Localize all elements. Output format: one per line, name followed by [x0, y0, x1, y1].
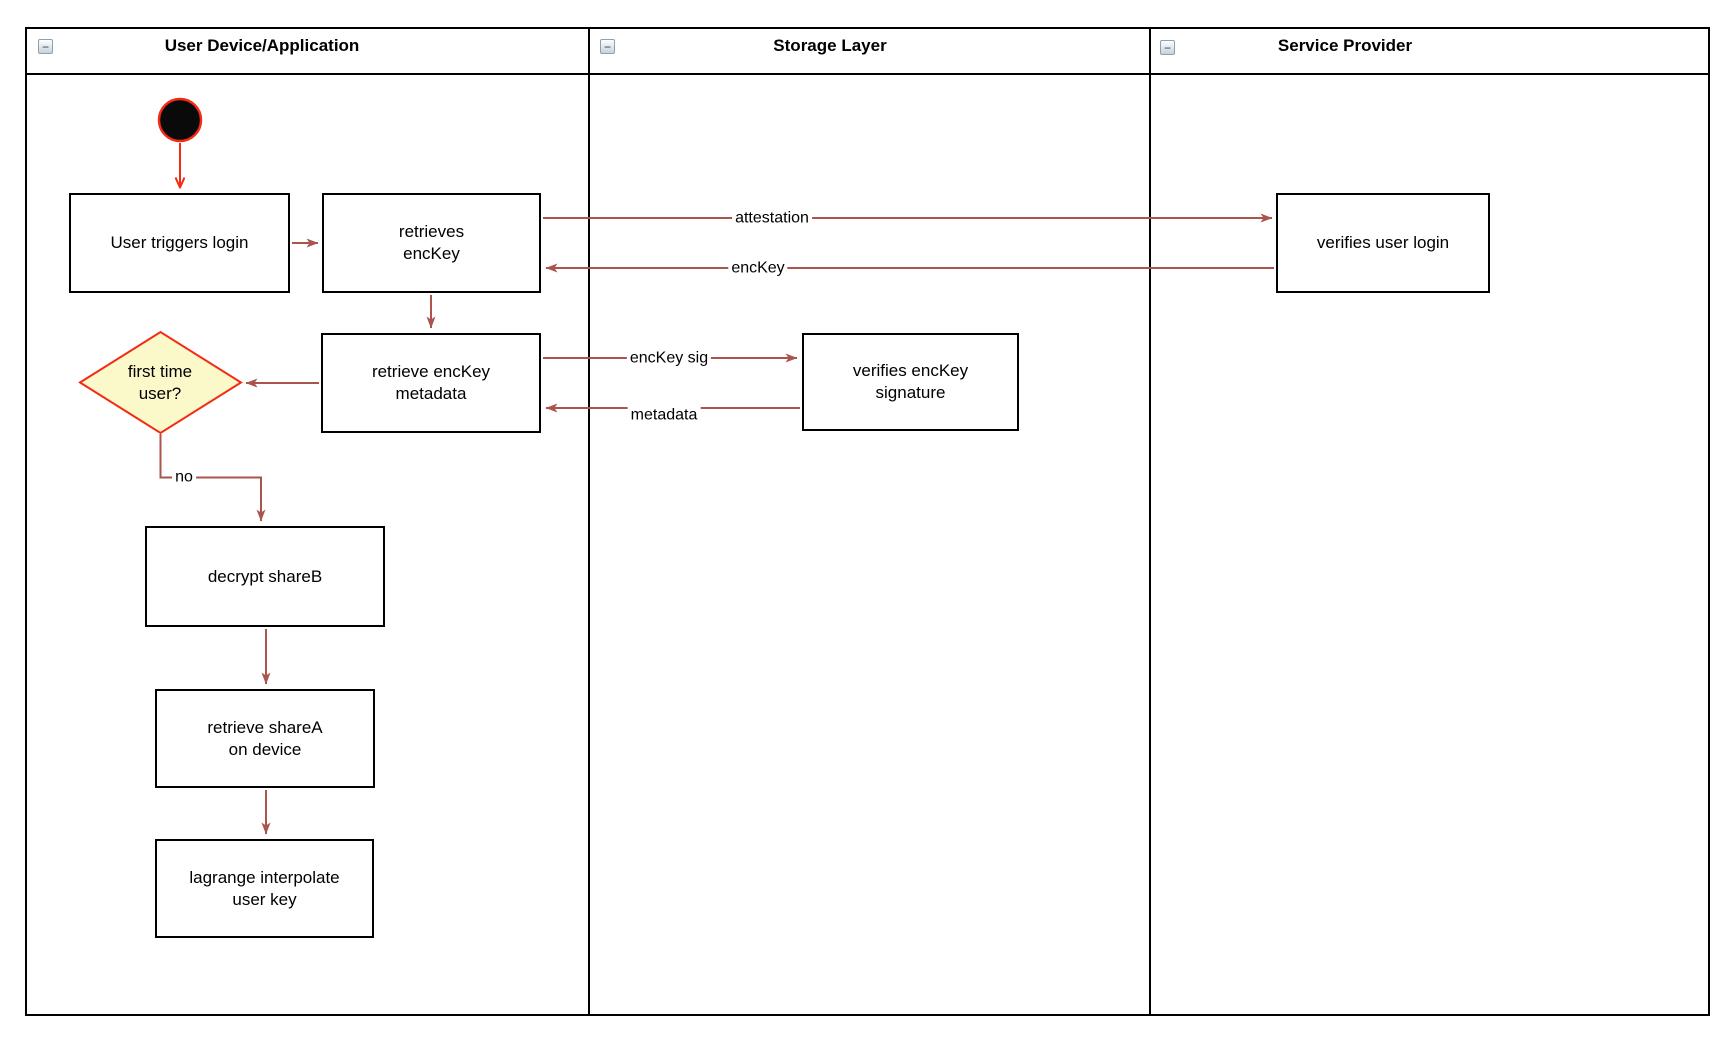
collapse-icon[interactable]: − [1160, 40, 1175, 55]
lane-title-user-device: User Device/Application [164, 36, 360, 55]
decision-diamond-first-time-user[interactable] [78, 330, 243, 435]
collapse-icon[interactable]: − [600, 39, 615, 54]
node-label-verifies-user-login: verifies user login [1316, 233, 1450, 252]
lane-title-service-provider: Service Provider [1277, 36, 1413, 55]
pool-frame [25, 27, 1710, 1016]
edge-label-no: no [172, 467, 196, 487]
node-label-retrieves-enckey: retrieves encKey [398, 222, 465, 263]
collapse-icon[interactable]: − [38, 39, 53, 54]
node-retrieves-enckey[interactable]: retrieves encKey [322, 193, 541, 293]
edge-label-enckey-sig: encKey sig [626, 348, 712, 368]
node-label-retrieve-enckey-metadata: retrieve encKey metadata [371, 362, 491, 403]
edge-label-metadata: metadata [627, 405, 701, 425]
minus-icon: − [1163, 40, 1171, 55]
minus-icon: − [603, 39, 611, 54]
node-label-verifies-enckey-signature: verifies encKey signature [852, 361, 969, 402]
node-retrieve-enckey-metadata[interactable]: retrieve encKey metadata [321, 333, 541, 433]
node-decrypt-shareb[interactable]: decrypt shareB [145, 526, 385, 627]
initial-node[interactable] [157, 97, 203, 143]
node-verifies-enckey-signature[interactable]: verifies encKey signature [802, 333, 1019, 431]
node-lagrange-interpolate[interactable]: lagrange interpolate user key [155, 839, 374, 938]
edge-label-enckey: encKey [728, 258, 788, 278]
minus-icon: − [41, 39, 49, 54]
node-label-retrieve-sharea: retrieve shareA on device [207, 717, 323, 759]
edge-no-branch[interactable] [159, 434, 266, 522]
node-label-user-triggers-login: User triggers login [110, 233, 249, 252]
node-retrieve-sharea[interactable]: retrieve shareA on device [155, 689, 375, 788]
node-verifies-user-login[interactable]: verifies user login [1276, 193, 1490, 293]
lane-title-storage-layer: Storage Layer [773, 36, 887, 55]
node-label-decrypt-shareb: decrypt shareB [207, 566, 323, 586]
edge-label-attestation: attestation [732, 208, 812, 228]
node-label-lagrange-interpolate: lagrange interpolate user key [189, 867, 340, 909]
decision-label-first-time-user: first time user? [127, 362, 193, 403]
node-user-triggers-login[interactable]: User triggers login [69, 193, 290, 293]
